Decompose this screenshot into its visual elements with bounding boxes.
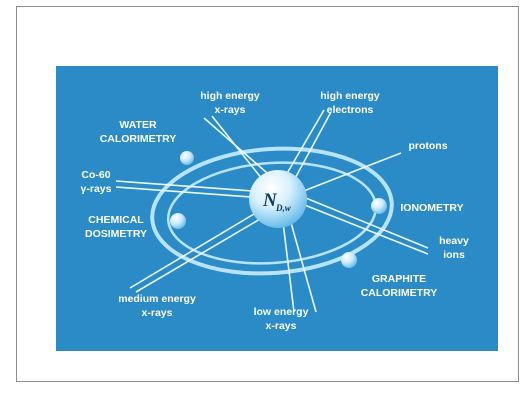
label-low-energy-xrays: low energy x-rays	[254, 306, 309, 332]
label-graphite-calorimetry: GRAPHITE CALORIMETRY	[361, 273, 438, 299]
svg-text:electrons: electrons	[327, 104, 374, 116]
electrons	[170, 151, 387, 268]
label-protons: protons	[408, 140, 447, 152]
svg-text:Co-60: Co-60	[81, 169, 110, 181]
beam-low-energy-xrays-2	[287, 211, 317, 313]
svg-text:CHEMICAL: CHEMICAL	[88, 214, 144, 226]
svg-text:protons: protons	[408, 140, 447, 152]
label-high-energy-xrays: high energy x-rays	[200, 90, 260, 116]
nucleus-subscript: D,w	[275, 203, 292, 213]
svg-text:WATER: WATER	[119, 119, 157, 131]
beam-co60	[115, 180, 267, 193]
svg-text:x-rays: x-rays	[142, 307, 173, 319]
label-water-calorimetry: WATER CALORIMETRY	[100, 119, 177, 145]
beam-co60-2	[115, 186, 265, 199]
svg-text:low energy: low energy	[254, 306, 309, 318]
label-ionometry: IONOMETRY	[400, 202, 463, 214]
svg-text:x-rays: x-rays	[266, 320, 297, 332]
svg-text:heavy: heavy	[439, 235, 469, 247]
electron-sphere-icon	[170, 213, 186, 229]
svg-text:x-rays: x-rays	[215, 104, 246, 116]
label-high-energy-electrons: high energy electrons	[320, 90, 380, 116]
beam-heavy-ions	[295, 193, 429, 249]
svg-text:DOSIMETRY: DOSIMETRY	[85, 228, 147, 240]
electron-sphere-icon	[341, 252, 357, 268]
diagram-panel: N D,w high energy x-rays high energy ele…	[56, 66, 498, 351]
nucleus-symbol: N	[262, 190, 278, 211]
svg-text:CALORIMETRY: CALORIMETRY	[100, 133, 177, 145]
beam-heavy-ions-2	[291, 199, 429, 255]
label-chemical-dosimetry: CHEMICAL DOSIMETRY	[85, 214, 147, 240]
beam-high-energy-electrons-2	[291, 111, 332, 185]
beam-medium-energy-xrays	[129, 207, 265, 289]
svg-text:GRAPHITE: GRAPHITE	[372, 273, 426, 285]
svg-text:ions: ions	[443, 249, 465, 261]
beams	[115, 109, 429, 313]
label-heavy-ions: heavy ions	[439, 235, 469, 261]
beam-low-energy-xrays	[281, 213, 295, 313]
diagram-canvas: N D,w high energy x-rays high energy ele…	[81, 90, 470, 332]
label-co60: Co-60 γ-rays	[81, 169, 112, 195]
orbit-ring-outer	[150, 146, 394, 276]
svg-text:high energy: high energy	[320, 90, 380, 102]
nucleus-sphere-icon: N D,w	[249, 170, 307, 228]
beam-medium-energy-xrays-2	[135, 211, 273, 293]
svg-text:CALORIMETRY: CALORIMETRY	[361, 287, 438, 299]
svg-text:medium energy: medium energy	[118, 293, 196, 305]
svg-text:high energy: high energy	[200, 90, 260, 102]
beam-high-energy-electrons	[281, 109, 325, 183]
electron-sphere-icon	[371, 198, 387, 214]
electron-sphere-icon	[180, 151, 194, 165]
label-medium-energy-xrays: medium energy x-rays	[118, 293, 196, 319]
svg-text:IONOMETRY: IONOMETRY	[400, 202, 463, 214]
svg-text:γ-rays: γ-rays	[81, 183, 112, 195]
beam-protons	[295, 152, 402, 195]
